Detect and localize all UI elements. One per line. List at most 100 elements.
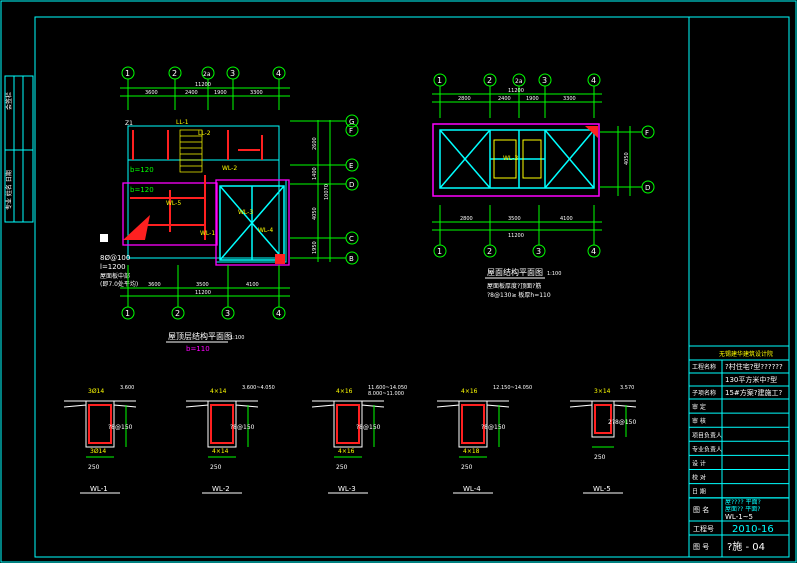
section-name: WL-5 <box>593 485 611 493</box>
axis-label: 4 <box>591 247 596 256</box>
section-elev: 11.600~14.050 <box>368 385 407 391</box>
beam-label: WL-4 <box>258 227 273 234</box>
axis-label: G <box>349 118 354 126</box>
tb-drawing-number: ?施 - 04 <box>727 540 765 553</box>
dim-text: 1900 <box>214 90 227 96</box>
axis-label: 3 <box>225 309 230 318</box>
tb-key: 项目负责人 <box>692 431 722 439</box>
axis-label: F <box>645 129 649 137</box>
plan2-scale: 1:100 <box>547 271 561 277</box>
section-bot: 3Ø14 <box>90 448 106 455</box>
axis-label: 2a <box>515 78 523 85</box>
section-stir: ?8@150 <box>356 424 381 431</box>
stirrup <box>461 404 485 444</box>
tb-key: 校 对 <box>692 474 706 482</box>
beam-label: WL-3 <box>503 155 518 162</box>
slab-wing <box>185 400 209 408</box>
axis-label: 1 <box>437 247 442 256</box>
section-stir: 2?8@150 <box>608 419 636 426</box>
axis-label: 3 <box>230 69 235 78</box>
corner-marker <box>275 254 285 264</box>
dim-text: 10070 <box>324 184 330 200</box>
dim-text: 2400 <box>498 96 511 102</box>
slab-wing <box>361 400 385 408</box>
dim-text: 3600 <box>145 90 158 96</box>
dim-text: 3600 <box>148 282 161 288</box>
beam-outline <box>333 400 363 448</box>
tb-value: ?村住宅?型?????? <box>725 362 783 371</box>
section-top: 3Ø14 <box>88 388 104 395</box>
section-elev: 3.600 <box>120 385 134 391</box>
tb-key-number: 图 号 <box>693 543 709 551</box>
tb-key: 审 定 <box>692 403 706 411</box>
section-name: WL-3 <box>338 485 356 493</box>
tb-key: 专业负责人 <box>692 445 722 453</box>
left-sign-block <box>4 75 34 223</box>
dim-text: 11200 <box>508 88 524 94</box>
dim-text: 2400 <box>185 90 198 96</box>
dim-text: 11200 <box>508 233 524 239</box>
company-name: 无锡建华建筑设计院 <box>719 350 773 358</box>
corner-marker <box>585 126 598 138</box>
tb-key-drawing: 图 名 <box>693 505 709 514</box>
section-w: 250 <box>594 454 606 461</box>
section-w: 250 <box>88 464 100 471</box>
stirrup <box>336 404 360 444</box>
axis-label: 3 <box>536 247 541 256</box>
axis-label: 2 <box>487 247 492 256</box>
axis-label: 1 <box>437 76 442 85</box>
section-elev: 3.570 <box>620 385 634 391</box>
plan2-note: 屋面板厚度?顶面?筋 <box>487 282 541 290</box>
slab-wing <box>235 400 259 408</box>
axis-label: C <box>349 235 354 243</box>
section-wl-3: 4×16?8@15025011.600~14.0504×168.000~11.0… <box>311 385 407 494</box>
dim-text: 4100 <box>560 216 573 222</box>
dim-text: 4050 <box>624 152 630 165</box>
axis-label: 2a <box>203 71 211 78</box>
beam-outline <box>85 400 115 448</box>
dim-text: 1900 <box>526 96 539 102</box>
callout-text: 屋面板中部 <box>100 272 130 280</box>
tb-value: 15#方案?建施工? <box>725 388 782 397</box>
axis-label: B <box>349 255 354 263</box>
plan2-note: ?8@130≥ 板厚h=110 <box>487 291 551 299</box>
slab-wing <box>486 400 510 408</box>
beam-label: WL-1 <box>200 230 215 237</box>
section-top: 4×14 <box>210 388 227 395</box>
section-elev2: 8.000~11.000 <box>368 391 404 397</box>
stirrup <box>88 404 112 444</box>
plan1-scale: 1:100 <box>230 335 244 341</box>
dim-text: 3500 <box>196 282 209 288</box>
tb-drawing-name: WL-1~5 <box>725 513 753 521</box>
section-stir: ?8@150 <box>108 424 133 431</box>
slab-wing <box>613 400 637 408</box>
section-name: WL-4 <box>463 485 481 493</box>
beam-outline <box>207 400 237 448</box>
axis-label: 2 <box>175 309 180 318</box>
tb-key-job: 工程号 <box>693 524 714 533</box>
section-name: WL-2 <box>212 485 230 493</box>
sign-label-top: 会签栏 <box>5 92 13 110</box>
sign-label-bottom: 专业 姓名 日期 <box>5 170 13 210</box>
section-w: 250 <box>210 464 222 471</box>
dim-text: 1400 <box>312 167 318 180</box>
beam-label: LL-1 <box>176 119 189 126</box>
plan1-sub: b=110 <box>186 345 210 353</box>
stirrup <box>594 404 612 434</box>
dim-text: 2800 <box>458 96 471 102</box>
tb-key: 工程名称 <box>692 363 716 371</box>
section-name: WL-1 <box>90 485 108 493</box>
dim-text: 3300 <box>563 96 576 102</box>
callout-marker <box>123 215 150 240</box>
axis-label: 3 <box>542 76 547 85</box>
tb-job-number: 2010-16 <box>732 524 774 535</box>
beam-label: LL-2 <box>198 130 211 137</box>
section-bot: 4×16 <box>338 448 355 455</box>
section-top: 3×14 <box>594 388 611 395</box>
